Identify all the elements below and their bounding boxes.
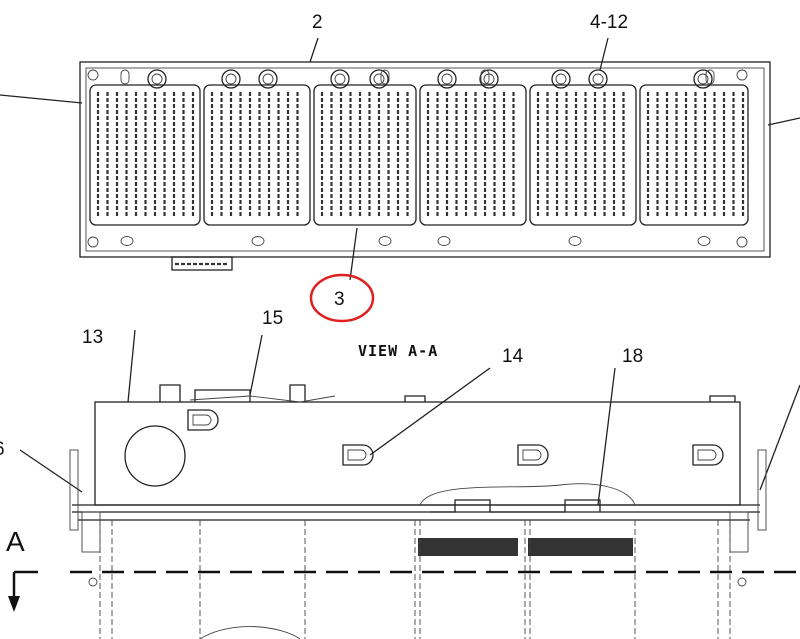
- hole: [120, 236, 134, 246]
- boss: [369, 69, 389, 89]
- boss: [437, 69, 457, 89]
- hole: [437, 236, 451, 246]
- label-part-13: 13: [82, 327, 103, 348]
- label-part-18: 18: [622, 346, 643, 367]
- top-bosses: [120, 69, 715, 89]
- leader-right-top: [767, 117, 800, 126]
- leader-3: [349, 227, 358, 281]
- boss: [551, 69, 571, 89]
- core-fins-left: [418, 538, 518, 556]
- section-view-assembly: [8, 329, 800, 639]
- label-part-3[interactable]: 3: [334, 289, 345, 310]
- view-title: VIEW A-A: [358, 342, 438, 360]
- label-part-6: 6: [0, 439, 5, 460]
- d-slot: [517, 444, 549, 466]
- label-part-15: 15: [262, 308, 283, 329]
- leader-18: [597, 367, 616, 506]
- leader-14: [369, 367, 491, 456]
- highlight-circle: [309, 273, 375, 323]
- leader-4-12: [599, 37, 609, 71]
- label-part-2: 2: [312, 12, 323, 33]
- module-6: [639, 84, 749, 226]
- leader-15: [249, 334, 263, 396]
- d-slot: [342, 444, 374, 466]
- radiator-modules: [89, 84, 749, 226]
- d-slot: [187, 409, 219, 431]
- boss: [330, 69, 350, 89]
- module-3: [313, 84, 417, 226]
- leader-6: [19, 449, 83, 493]
- boss: [693, 69, 713, 89]
- boss: [221, 69, 241, 89]
- hole: [697, 236, 711, 246]
- module-1: [89, 84, 201, 226]
- boss: [147, 69, 167, 89]
- d-slot: [692, 444, 724, 466]
- mounting-holes: [120, 236, 711, 246]
- leader-13: [127, 329, 136, 403]
- label-part-14: 14: [502, 346, 524, 367]
- leader-2: [309, 37, 319, 63]
- hole: [251, 236, 265, 246]
- hole: [568, 236, 582, 246]
- d-slots: [187, 409, 724, 466]
- top-view-assembly: [0, 37, 800, 281]
- boss: [588, 69, 608, 89]
- core-fins-right: [528, 538, 633, 556]
- section-marker-a: A: [6, 526, 25, 557]
- boss: [258, 69, 278, 89]
- leader-right: [759, 384, 800, 491]
- leader-left-top: [0, 94, 83, 104]
- label-part-4-12: 4-12: [590, 12, 628, 33]
- module-4: [419, 84, 527, 226]
- module-2: [203, 84, 311, 226]
- bottom-tab: [171, 256, 233, 271]
- hole: [378, 236, 392, 246]
- section-arrow-icon: [8, 596, 20, 612]
- module-5: [529, 84, 637, 226]
- boss: [479, 69, 499, 89]
